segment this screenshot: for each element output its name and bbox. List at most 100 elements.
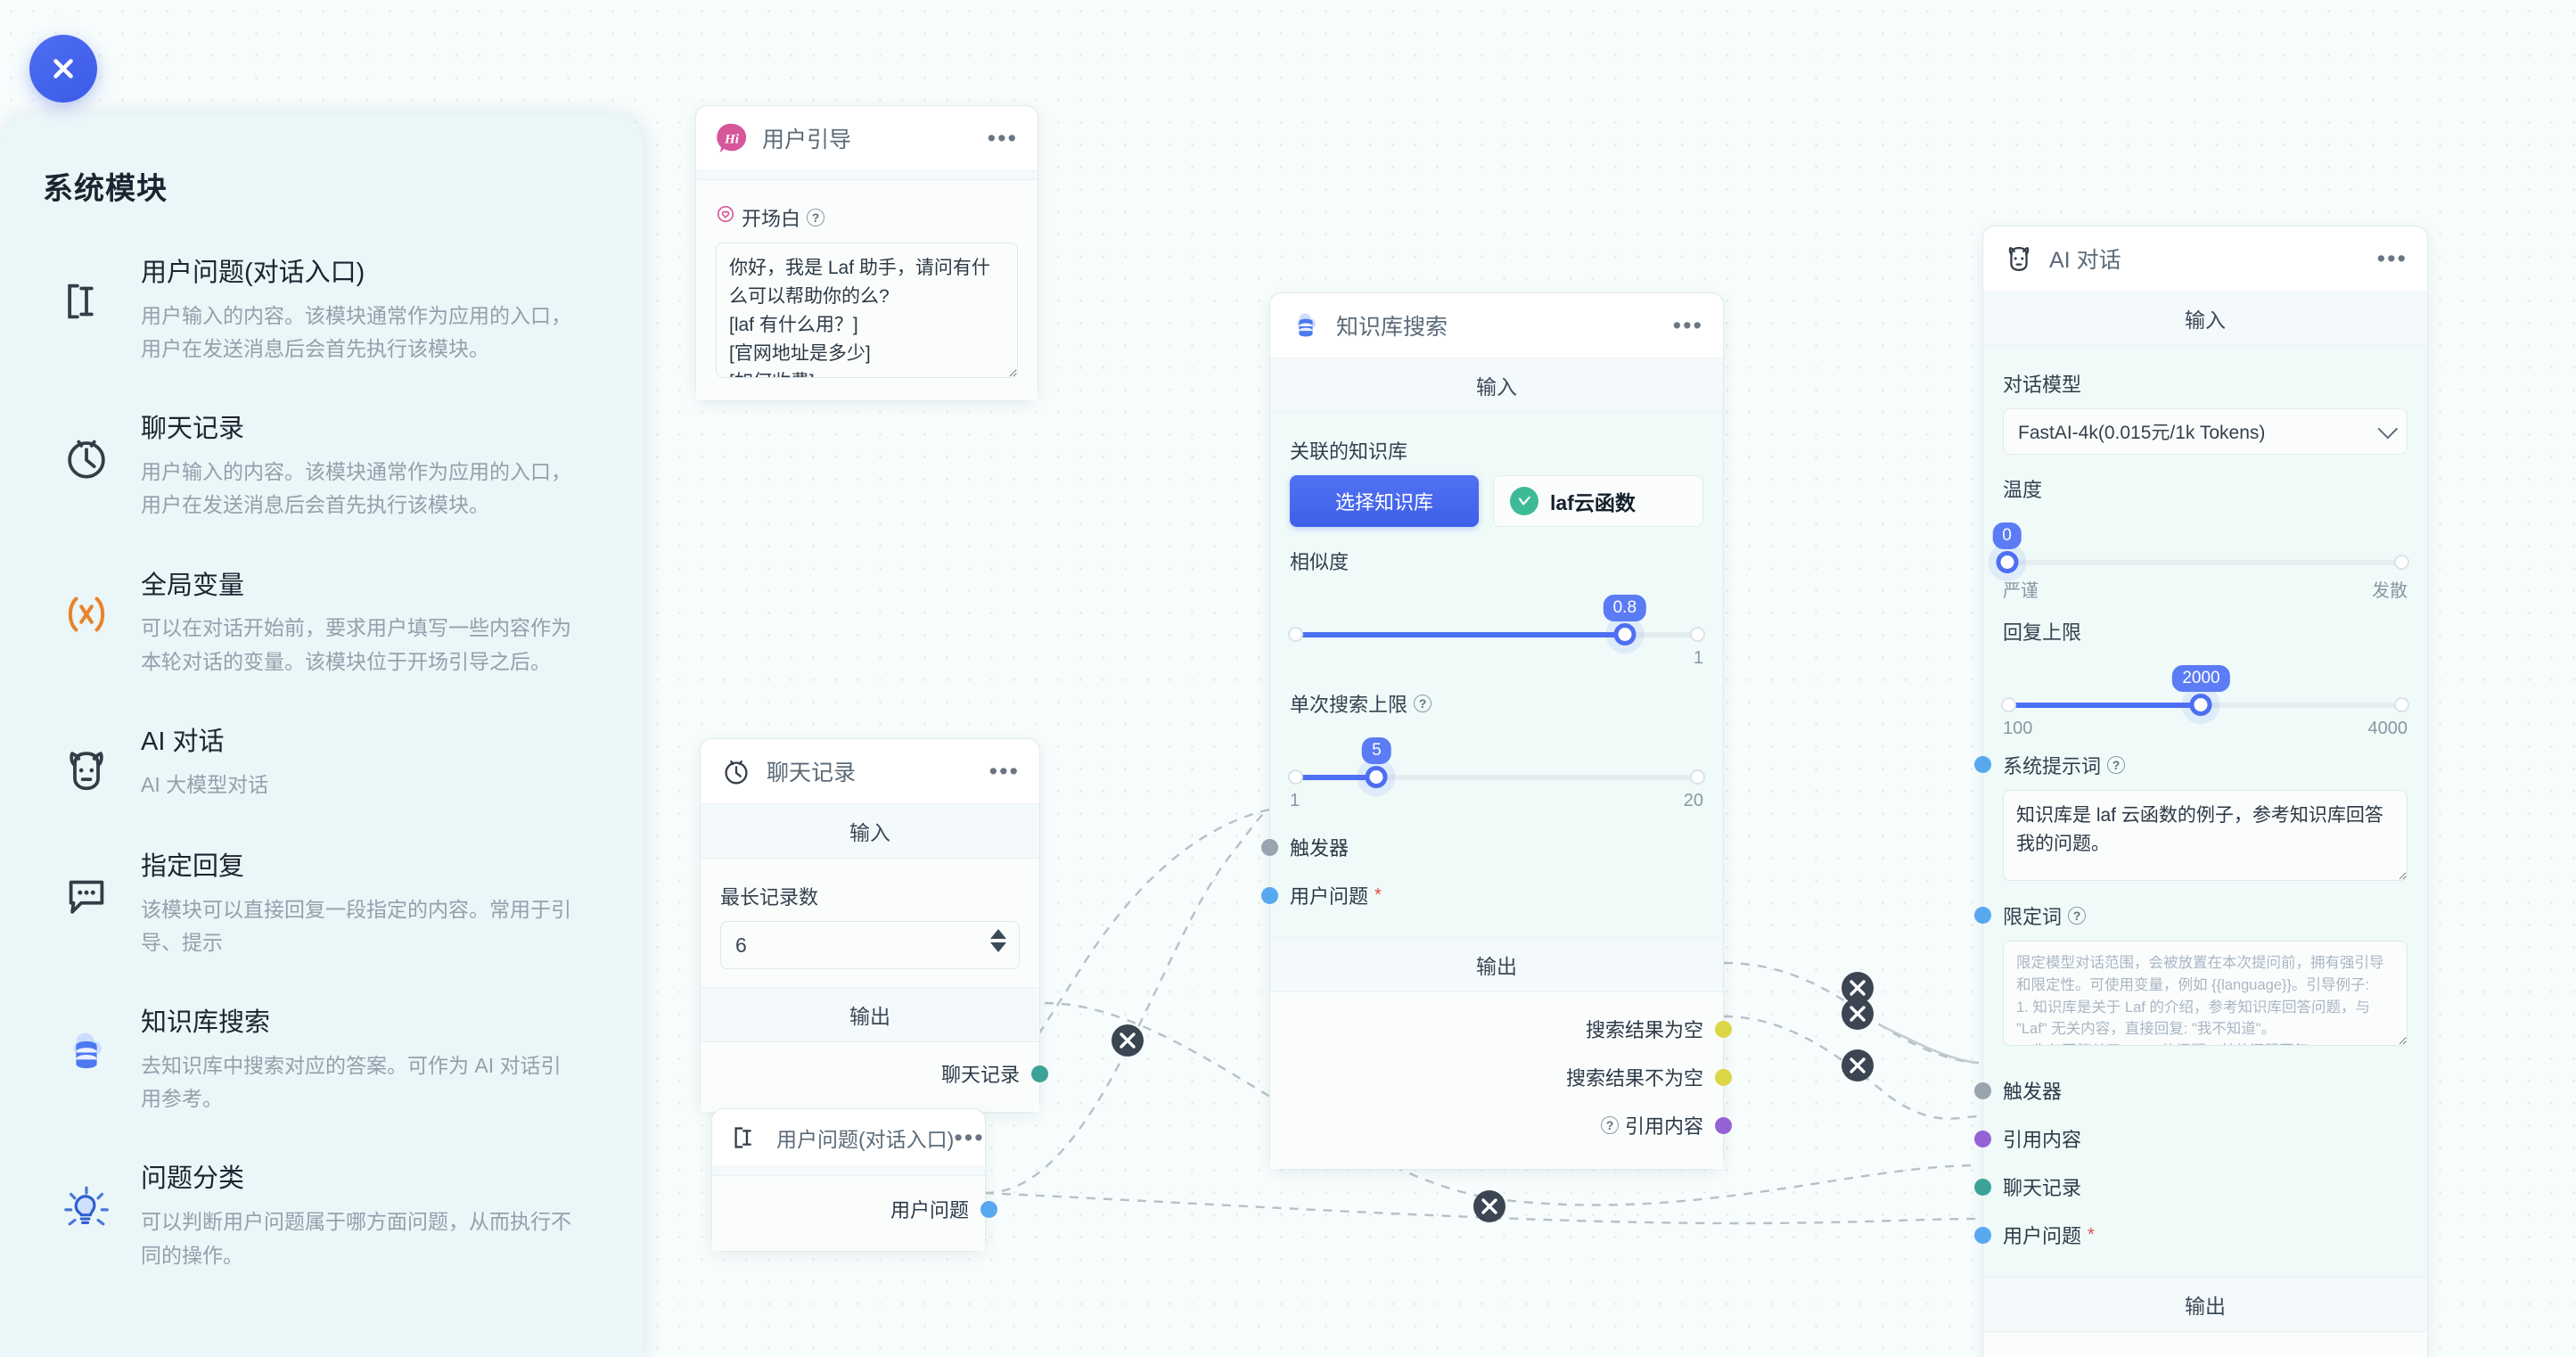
model-select-value: FastAI-4k(0.015元/1k Tokens) (2018, 423, 2266, 443)
slider-knob[interactable] (1365, 766, 1388, 788)
clock-history-icon (718, 753, 754, 789)
sidebar-item-chat-history[interactable]: 聊天记录 用户输入的内容。该模块通常作为应用的入口，用户在发送消息后会首先执行该… (43, 414, 601, 522)
slider-knob[interactable] (2189, 694, 2212, 716)
port-dot[interactable] (1031, 1065, 1048, 1082)
input-port-trigger[interactable]: 触发器 (1974, 1066, 2408, 1114)
temperature-slider[interactable]: 0 严谨 发散 (1992, 522, 2409, 601)
port-dot[interactable] (1261, 886, 1278, 904)
max-tokens-slider[interactable]: 2000 100 4000 (2001, 665, 2409, 738)
stepper-down-icon[interactable] (990, 942, 1006, 952)
laf-logo-icon (1510, 487, 1538, 515)
input-port-user-question[interactable]: 用户问题* (1261, 871, 1703, 919)
port-dot[interactable] (1974, 1130, 1991, 1147)
kb-chip-laf[interactable]: laf云函数 (1493, 475, 1703, 527)
max-records-input[interactable]: 6 (720, 921, 1020, 969)
help-icon[interactable]: ? (1600, 1116, 1619, 1134)
sidebar-item-label: 全局变量 (141, 571, 245, 600)
slider-max-cap (2394, 555, 2409, 570)
text-cursor-icon (43, 258, 130, 334)
node-user-guide[interactable]: Hi 用户引导 ••• 开场白 ? (695, 105, 1038, 401)
node-header[interactable]: 用户问题(对话入口) ••• (712, 1109, 985, 1167)
output-port-user-question[interactable]: 用户问题 (728, 1185, 997, 1233)
help-icon[interactable]: ? (2068, 907, 2087, 925)
node-menu-button[interactable]: ••• (2376, 244, 2408, 272)
edge-delete-button[interactable] (1842, 998, 1874, 1030)
edge-delete-button[interactable] (1842, 972, 1874, 1004)
help-icon[interactable]: ? (1414, 695, 1432, 712)
sidebar-item-global-variable[interactable]: 全局变量 可以在对话开始前，要求用户填写一些内容作为本轮对话的变量。该模块位于开… (43, 571, 601, 678)
node-header[interactable]: AI 对话 ••• (1983, 226, 2427, 292)
model-select[interactable]: FastAI-4k(0.015元/1k Tokens) (2003, 408, 2408, 455)
close-panel-button[interactable] (29, 35, 97, 103)
input-section-bar: 输入 (1270, 358, 1723, 413)
node-outputs: 搜索结果为空 搜索结果不为空 ? 引用内容 (1270, 992, 1732, 1169)
number-stepper[interactable] (990, 929, 1006, 952)
select-kb-button[interactable]: 选择知识库 (1290, 475, 1479, 527)
slider-min-cap (1288, 627, 1303, 642)
output-port-reply-end[interactable]: ? 回复结束 (2003, 1343, 2408, 1357)
slider-track[interactable] (1290, 775, 1703, 780)
node-menu-button[interactable]: ••• (987, 124, 1018, 152)
input-port-trigger[interactable]: 触发器 (1261, 823, 1703, 871)
port-dot[interactable] (1261, 838, 1278, 856)
node-ai-chat[interactable]: AI 对话 ••• 输入 对话模型 FastAI-4k(0.015元/1k To… (1974, 226, 2428, 1357)
system-prompt-textarea[interactable] (2003, 790, 2408, 881)
node-user-question[interactable]: 用户问题(对话入口) ••• 用户问题 (711, 1108, 997, 1252)
node-menu-button[interactable]: ••• (1672, 311, 1703, 339)
port-dot[interactable] (980, 1200, 997, 1218)
port-dot[interactable] (1974, 756, 1991, 773)
port-dot[interactable] (1974, 907, 1991, 924)
help-icon[interactable]: ? (807, 209, 825, 226)
port-dot[interactable] (1715, 1068, 1732, 1086)
node-body: 开场白 ? (696, 180, 1038, 400)
output-port-empty-result[interactable]: 搜索结果为空 (1290, 1005, 1732, 1053)
slider-max-label: 1 (1693, 648, 1703, 668)
sidebar-item-desc: 可以判断用户问题属于哪方面问题，从而执行不同的操作。 (141, 1210, 571, 1267)
sidebar-item-kb-search[interactable]: 知识库搜索 去知识库中搜索对应的答案。可作为 AI 对话引用参考。 (43, 1007, 601, 1115)
sidebar-item-label: 聊天记录 (141, 415, 245, 444)
sidebar-item-user-question[interactable]: 用户问题(对话入口) 用户输入的内容。该模块通常作为应用的入口，用户在发送消息后… (43, 258, 601, 366)
port-label: 聊天记录 (2003, 1177, 2082, 1199)
stepper-up-icon[interactable] (990, 929, 1006, 939)
slider-track[interactable] (1290, 632, 1703, 637)
node-header[interactable]: 知识库搜索 ••• (1270, 293, 1723, 358)
node-header[interactable]: 聊天记录 ••• (701, 739, 1039, 804)
output-port-chat-history[interactable]: 聊天记录 (720, 1049, 1048, 1098)
port-dot[interactable] (1715, 1020, 1732, 1038)
qualifier-textarea[interactable] (2003, 941, 2408, 1046)
input-port-user-question[interactable]: 用户问题* (1974, 1211, 2408, 1259)
port-dot[interactable] (1974, 1226, 1991, 1244)
port-label: 触发器 (1290, 837, 1350, 859)
slider-knob[interactable] (1613, 623, 1637, 646)
node-title: 用户问题(对话入口) (776, 1128, 955, 1151)
output-port-nonempty-result[interactable]: 搜索结果不为空 (1290, 1053, 1732, 1101)
input-port-chat-history[interactable]: 聊天记录 (1974, 1163, 2408, 1211)
variable-x-icon (43, 571, 130, 647)
node-menu-button[interactable]: ••• (954, 1123, 985, 1151)
input-port-quote-content[interactable]: 引用内容 (1974, 1114, 2408, 1163)
search-limit-slider[interactable]: 5 1 20 (1288, 737, 1705, 810)
node-chat-history[interactable]: 聊天记录 ••• 输入 最长记录数 6 输出 聊天记录 (700, 738, 1048, 1113)
port-dot[interactable] (1974, 1178, 1991, 1196)
opening-statement-textarea[interactable] (716, 243, 1018, 378)
sidebar-item-ai-chat[interactable]: AI 对话 AI 大模型对话 (43, 727, 601, 803)
output-port-quote-content[interactable]: ? 引用内容 (1290, 1101, 1732, 1149)
slider-knob[interactable] (1996, 551, 2019, 573)
help-icon[interactable]: ? (2107, 756, 2126, 774)
port-dot[interactable] (1974, 1081, 1991, 1099)
similarity-slider[interactable]: 0.8 1 (1288, 595, 1705, 668)
slider-value-bubble: 0 (1992, 522, 2022, 549)
edge-delete-button[interactable] (1112, 1024, 1144, 1057)
slider-track[interactable] (2003, 560, 2408, 565)
sidebar-item-label: 知识库搜索 (141, 1008, 271, 1038)
system-modules-panel: 系统模块 用户问题(对话入口) 用户输入的内容。该模块通常作为应用的入口，用户在… (0, 114, 644, 1357)
slider-fill (1290, 775, 1377, 780)
edge-delete-button[interactable] (1473, 1190, 1505, 1222)
sidebar-item-specified-reply[interactable]: 指定回复 该模块可以直接回复一段指定的内容。常用于引导、提示 (43, 851, 601, 959)
node-menu-button[interactable]: ••• (989, 757, 1020, 785)
node-kb-search[interactable]: 知识库搜索 ••• 输入 关联的知识库 选择知识库 laf云函数 相似度 (1261, 292, 1732, 1170)
port-dot[interactable] (1715, 1116, 1732, 1134)
sidebar-item-question-classify[interactable]: 问题分类 可以判断用户问题属于哪方面问题，从而执行不同的操作。 (43, 1164, 601, 1271)
edge-delete-button[interactable] (1842, 1049, 1874, 1081)
node-header[interactable]: Hi 用户引导 ••• (696, 106, 1038, 171)
